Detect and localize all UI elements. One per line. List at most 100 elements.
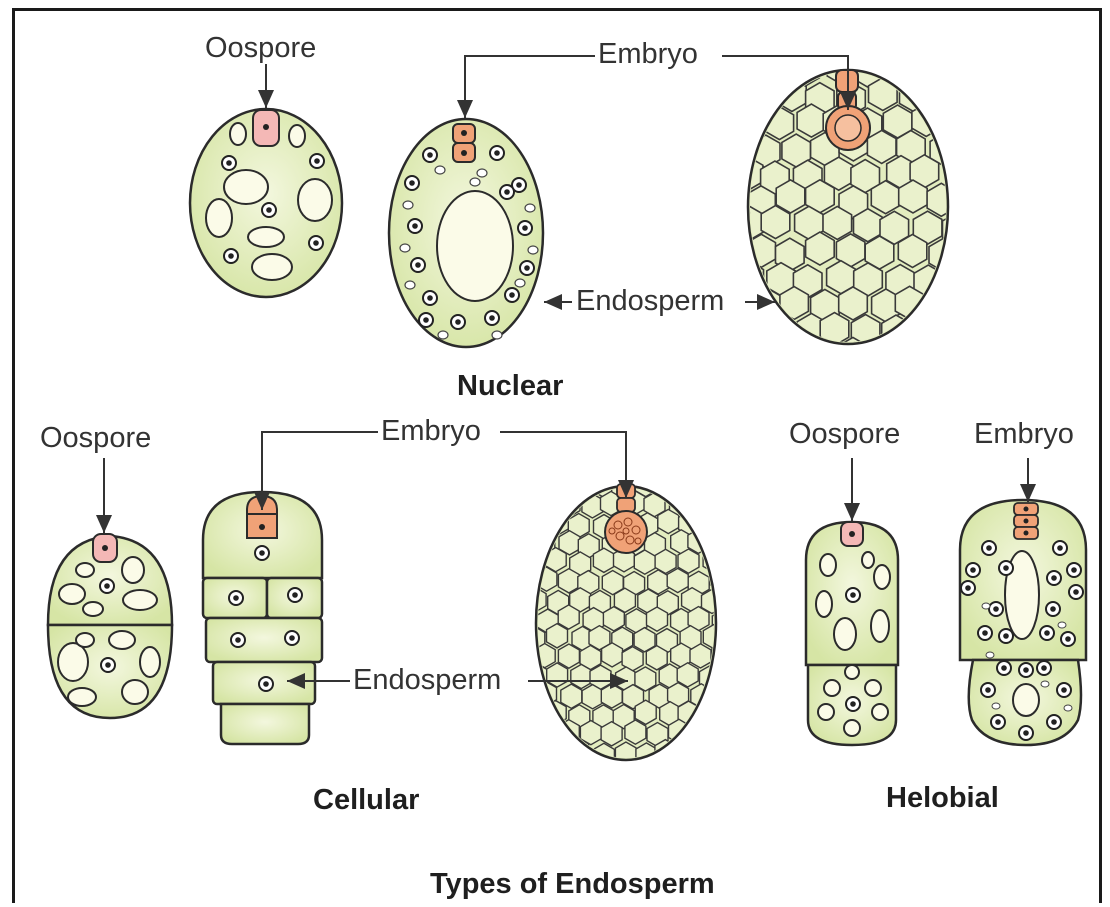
- endosperm-cell-wall: [517, 646, 538, 670]
- nuclear-endosperm-label: Endosperm: [574, 287, 726, 316]
- endosperm-cell-wall: [733, 568, 754, 592]
- endosperm-cell-wall: [678, 475, 699, 499]
- endosperm-cell-wall: [502, 552, 523, 576]
- endosperm-cell-wall: [900, 24, 929, 57]
- endosperm-cell-wall: [722, 547, 743, 571]
- endosperm-cell-wall: [780, 287, 809, 320]
- endosperm-cell-wall: [911, 57, 940, 90]
- endosperm-cell-wall: [945, 264, 974, 297]
- endosperm-cell-wall: [725, 591, 746, 615]
- endosperm-cell-wall: [701, 473, 722, 497]
- endosperm-cell-wall: [501, 740, 522, 764]
- endosperm-cell-wall: [717, 133, 746, 166]
- endosperm-cell-wall: [693, 492, 714, 516]
- endosperm-cell-wall: [714, 532, 735, 556]
- endosperm-cell-wall: [506, 662, 527, 686]
- endosperm-cell-wall: [735, 719, 756, 743]
- endosperm-cell-wall: [960, 25, 989, 58]
- endosperm-cell-wall: [534, 453, 555, 477]
- endosperm-cell-wall: [960, 285, 989, 318]
- endosperm-cell-wall: [688, 758, 709, 782]
- endosperm-cell-wall: [704, 53, 733, 86]
- endosperm-cell-wall: [537, 719, 558, 743]
- endosperm-cell-wall: [721, 476, 742, 500]
- cellular-mature-endosperm-cell: [501, 452, 757, 786]
- endosperm-cell-wall: [929, 26, 958, 59]
- endosperm-cell-wall: [927, 183, 956, 216]
- endosperm-cell-wall: [956, 77, 985, 110]
- endosperm-cell-wall: [558, 455, 579, 479]
- endosperm-cell-wall: [635, 700, 656, 724]
- endosperm-cell-wall: [559, 492, 580, 516]
- endosperm-cell-wall: [688, 722, 709, 746]
- endosperm-cell-wall: [730, 105, 759, 138]
- endosperm-cell-wall: [601, 722, 622, 746]
- endosperm-cell-wall: [721, 337, 750, 370]
- endosperm-cell-wall: [699, 702, 720, 726]
- endosperm-cell-wall: [515, 610, 536, 634]
- endosperm-cell-wall: [746, 26, 775, 59]
- endosperm-cell-wall: [724, 667, 745, 691]
- endosperm-cell-wall: [736, 685, 757, 709]
- endosperm-cell-wall: [733, 647, 754, 671]
- endosperm-cell-wall: [929, 291, 958, 324]
- cellular-oospore-label: Oospore: [38, 424, 153, 453]
- endosperm-cell-wall: [558, 720, 579, 744]
- nuclear-embryo-label: Embryo: [596, 40, 700, 69]
- endosperm-cell-wall: [526, 702, 547, 726]
- helobial-oospore-label: Oospore: [787, 420, 902, 449]
- endosperm-cell-wall: [732, 314, 761, 347]
- endosperm-cell-wall: [524, 548, 545, 572]
- endosperm-cell-wall: [550, 743, 571, 767]
- endosperm-cell-wall: [615, 742, 636, 766]
- endosperm-cell-wall: [711, 759, 732, 783]
- endosperm-cell-wall: [625, 720, 646, 744]
- nuclear-free-nuclei-cell: [389, 119, 543, 347]
- endosperm-cell-wall: [723, 705, 744, 729]
- nuclear-oospore-label: Oospore: [203, 34, 318, 63]
- endosperm-cell-wall: [898, 234, 927, 267]
- nuclear-title: Nuclear: [455, 372, 565, 401]
- cellular-endosperm-label: Endosperm: [351, 666, 503, 695]
- endosperm-cell-wall: [513, 683, 534, 707]
- endosperm-cell-wall: [600, 758, 621, 782]
- endosperm-cell-wall: [558, 644, 579, 668]
- endosperm-cell-wall: [722, 743, 743, 767]
- endosperm-cell-wall: [690, 644, 711, 668]
- endosperm-cell-wall: [625, 760, 646, 784]
- endosperm-cell-wall: [680, 738, 701, 762]
- figure-caption: Types of Endosperm: [428, 870, 717, 899]
- endosperm-cell-wall: [547, 624, 568, 648]
- endosperm-cell-wall: [593, 548, 614, 572]
- endosperm-cell-wall: [720, 236, 749, 269]
- nuclear-oospore-cell: [190, 109, 342, 297]
- cellular-oospore-cell: [48, 534, 172, 718]
- endosperm-cell-wall: [536, 492, 557, 516]
- endosperm-cell-wall: [525, 742, 546, 766]
- endosperm-cell-wall: [601, 684, 622, 708]
- endosperm-cell-wall: [603, 454, 624, 478]
- endosperm-cell-wall: [897, 336, 926, 369]
- endosperm-cell-wall: [646, 646, 667, 670]
- cellular-title: Cellular: [311, 786, 421, 815]
- endosperm-cell-wall: [666, 759, 687, 783]
- endosperm-cell-wall: [732, 759, 753, 783]
- endosperm-cell-wall: [958, 340, 987, 373]
- endosperm-cell-wall: [634, 550, 655, 574]
- endosperm-cell-wall: [867, 130, 896, 163]
- endosperm-cell-wall: [957, 135, 986, 168]
- endosperm-cell-wall: [647, 453, 668, 477]
- endosperm-cell-wall: [723, 626, 744, 650]
- helobial-oospore-cell: [806, 522, 898, 745]
- endosperm-cell-wall: [806, 30, 835, 63]
- endosperm-cell-wall: [602, 643, 623, 667]
- endosperm-cell-wall: [839, 287, 868, 320]
- endosperm-cell-wall: [524, 511, 545, 535]
- endosperm-cell-wall: [516, 722, 537, 746]
- endosperm-cell-wall: [955, 182, 984, 215]
- endosperm-cell-wall: [700, 511, 721, 535]
- endosperm-cell-wall: [839, 27, 868, 60]
- endosperm-cell-wall: [568, 738, 589, 762]
- endosperm-cell-wall: [748, 339, 777, 372]
